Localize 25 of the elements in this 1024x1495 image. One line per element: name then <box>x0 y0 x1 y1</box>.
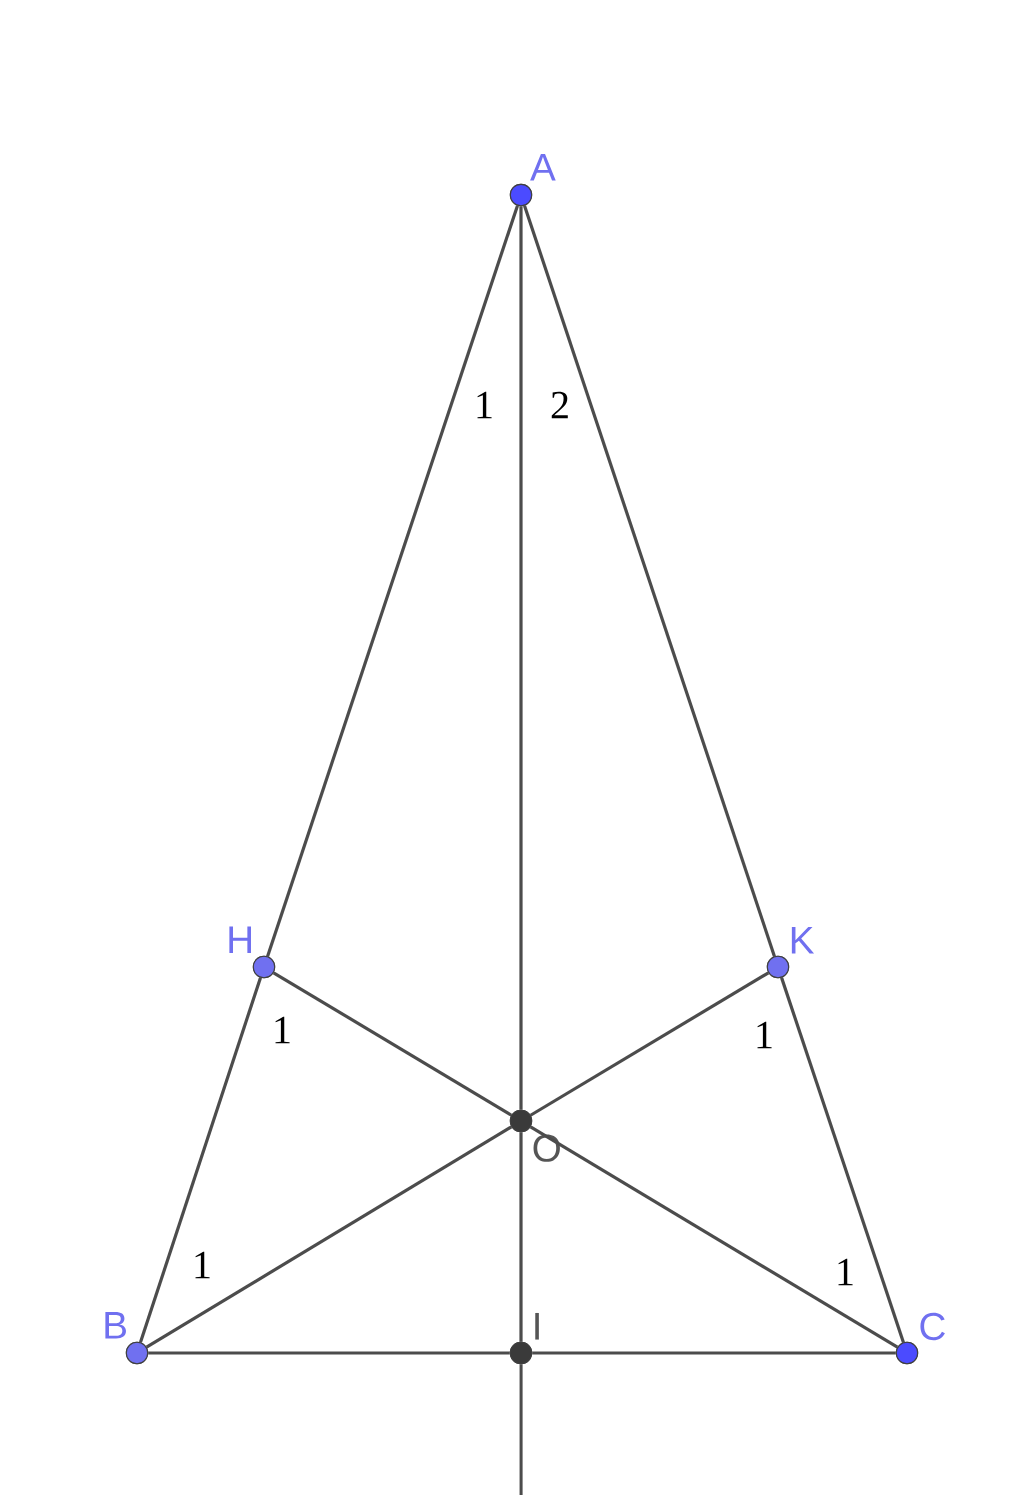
line-segment <box>529 971 770 1117</box>
line-segment <box>780 977 905 1343</box>
node-label: C <box>920 1312 945 1341</box>
node-label: I <box>535 1312 539 1340</box>
line-segment <box>139 977 263 1343</box>
line-segment <box>532 1351 896 1355</box>
angle-number: 1 <box>195 1251 210 1279</box>
node-label: B <box>105 1311 126 1339</box>
line-segment <box>519 1132 523 1342</box>
node-label: A <box>530 153 556 181</box>
line-segment <box>519 1364 523 1495</box>
angle-number: 1 <box>477 391 492 419</box>
node-label: H <box>229 926 251 954</box>
line-segment <box>272 971 513 1117</box>
line-segment <box>529 1125 899 1349</box>
angle-number: 1 <box>838 1258 853 1286</box>
angle-number: 2 <box>551 391 568 419</box>
node-label: K <box>791 926 815 954</box>
line-segment <box>519 206 523 1110</box>
line-segment <box>148 1351 510 1355</box>
line-segment <box>523 205 776 957</box>
line-segment <box>266 205 519 957</box>
angle-number: 1 <box>757 1021 772 1049</box>
angle-number: 1 <box>275 1016 290 1044</box>
line-segment <box>145 1125 513 1349</box>
